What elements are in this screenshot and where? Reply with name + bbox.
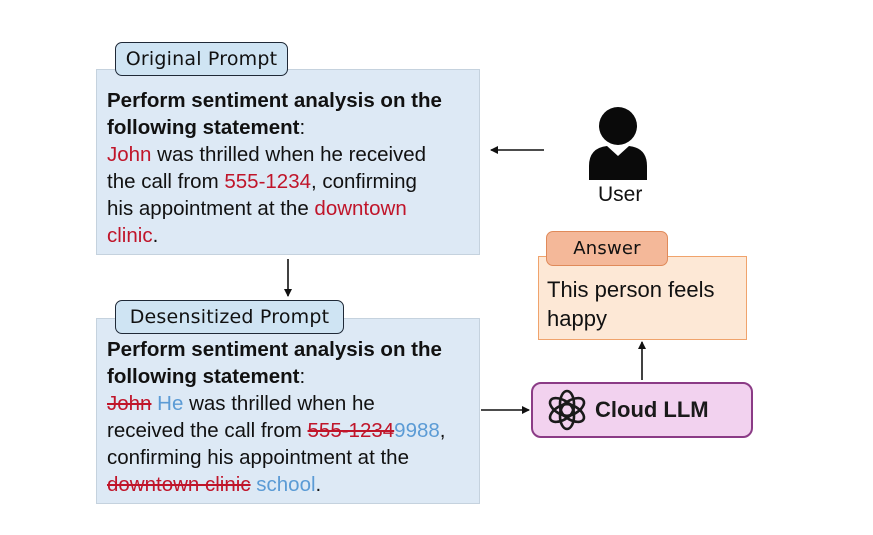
cloud-llm-box: Cloud LLM — [531, 382, 753, 438]
sensitive-name: John — [107, 143, 152, 166]
replacement-place: school — [256, 473, 316, 496]
user-icon — [589, 107, 647, 180]
original-prompt-label: Original Prompt — [115, 42, 288, 76]
replacement-name: He — [157, 392, 184, 415]
answer-box — [538, 256, 747, 340]
cloud-llm-label: Cloud LLM — [595, 397, 709, 422]
replacement-phone: 9988 — [394, 419, 440, 442]
desensitized-prompt-label: Desensitized Prompt — [115, 300, 344, 334]
answer-label: Answer — [546, 231, 668, 266]
desensitized-prompt-box — [96, 318, 480, 504]
sensitive-place: downtown — [314, 197, 407, 220]
user-label: User — [598, 183, 643, 206]
openai-logo-icon — [548, 389, 586, 431]
removed-place: downtown clinic — [107, 473, 251, 496]
sensitive-phone: 555-1234 — [224, 170, 311, 193]
removed-phone: 555-1234 — [307, 419, 395, 442]
original-prompt-box — [96, 69, 480, 255]
removed-name: John — [107, 392, 152, 415]
